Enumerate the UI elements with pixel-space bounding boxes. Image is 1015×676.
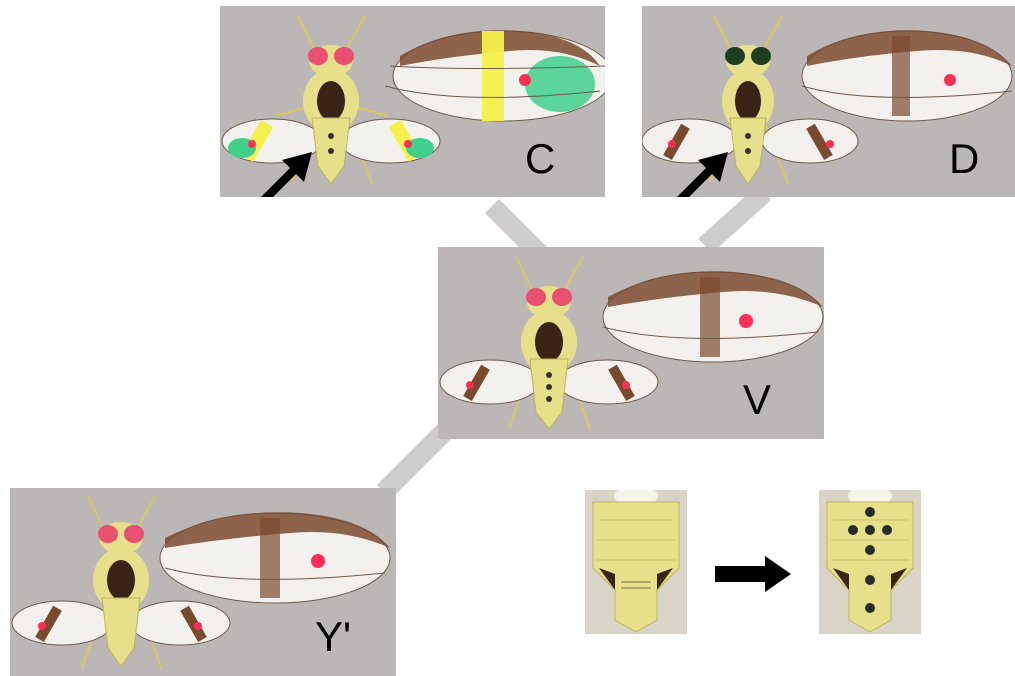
arrow-icon-d bbox=[677, 152, 728, 197]
panel-c: C bbox=[220, 6, 605, 197]
plain-abdomen bbox=[585, 490, 687, 634]
panel-d: D bbox=[642, 6, 1015, 197]
wing-large bbox=[384, 30, 605, 122]
panel-label-d: D bbox=[949, 135, 980, 182]
spotted-abdomen bbox=[819, 490, 921, 634]
arrow-icon-c bbox=[261, 152, 312, 197]
panel-label-v: V bbox=[743, 376, 772, 423]
panel-v: V bbox=[438, 247, 824, 439]
panel-y-prime: Y' bbox=[10, 488, 396, 676]
right-arrow-icon bbox=[715, 556, 791, 592]
panel-label-c: C bbox=[525, 135, 556, 182]
panel-label-y-prime: Y' bbox=[315, 613, 352, 660]
wing-large bbox=[159, 512, 391, 604]
fly-d-illustration bbox=[642, 15, 1013, 185]
wing-large bbox=[602, 271, 824, 363]
wing-large bbox=[801, 30, 1013, 122]
fly-v-illustration bbox=[439, 256, 824, 430]
fly-c-illustration bbox=[221, 15, 605, 185]
fly-y-prime-illustration bbox=[11, 495, 391, 671]
